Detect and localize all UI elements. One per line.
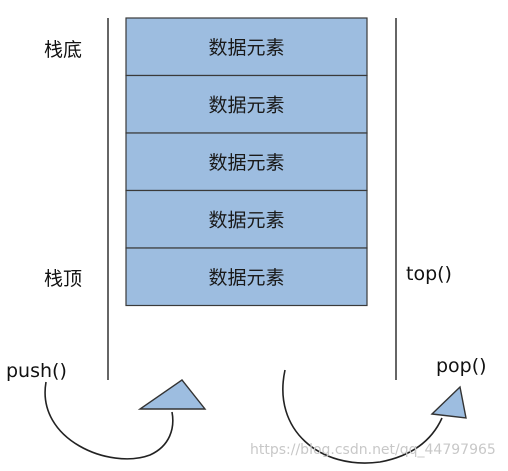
stack-bottom-label: 栈底 <box>44 39 83 61</box>
pop-arrow-head <box>430 385 467 419</box>
stack-cell-label: 数据元素 <box>208 209 284 231</box>
stack-cell-label: 数据元素 <box>208 267 284 289</box>
stack-cell <box>125 189 368 249</box>
stack-cell <box>125 247 368 307</box>
pop-operation-label: pop() <box>436 355 487 377</box>
stack-cell-label: 数据元素 <box>208 152 284 174</box>
top-operation-label: top() <box>406 263 452 285</box>
stack-cell <box>125 17 368 77</box>
push-operation-label: push() <box>6 360 67 382</box>
push-arrow-head <box>137 379 207 410</box>
stack-cell-label: 数据元素 <box>208 94 284 116</box>
push-curve <box>44 381 174 460</box>
watermark: https://blog.csdn.net/qq_44797965 <box>250 442 496 458</box>
stack-cell <box>125 74 368 134</box>
stack-cell <box>125 132 368 192</box>
stack-top-label: 栈顶 <box>44 268 83 290</box>
stack-cell-label: 数据元素 <box>208 37 284 59</box>
pop-curve <box>282 369 443 464</box>
